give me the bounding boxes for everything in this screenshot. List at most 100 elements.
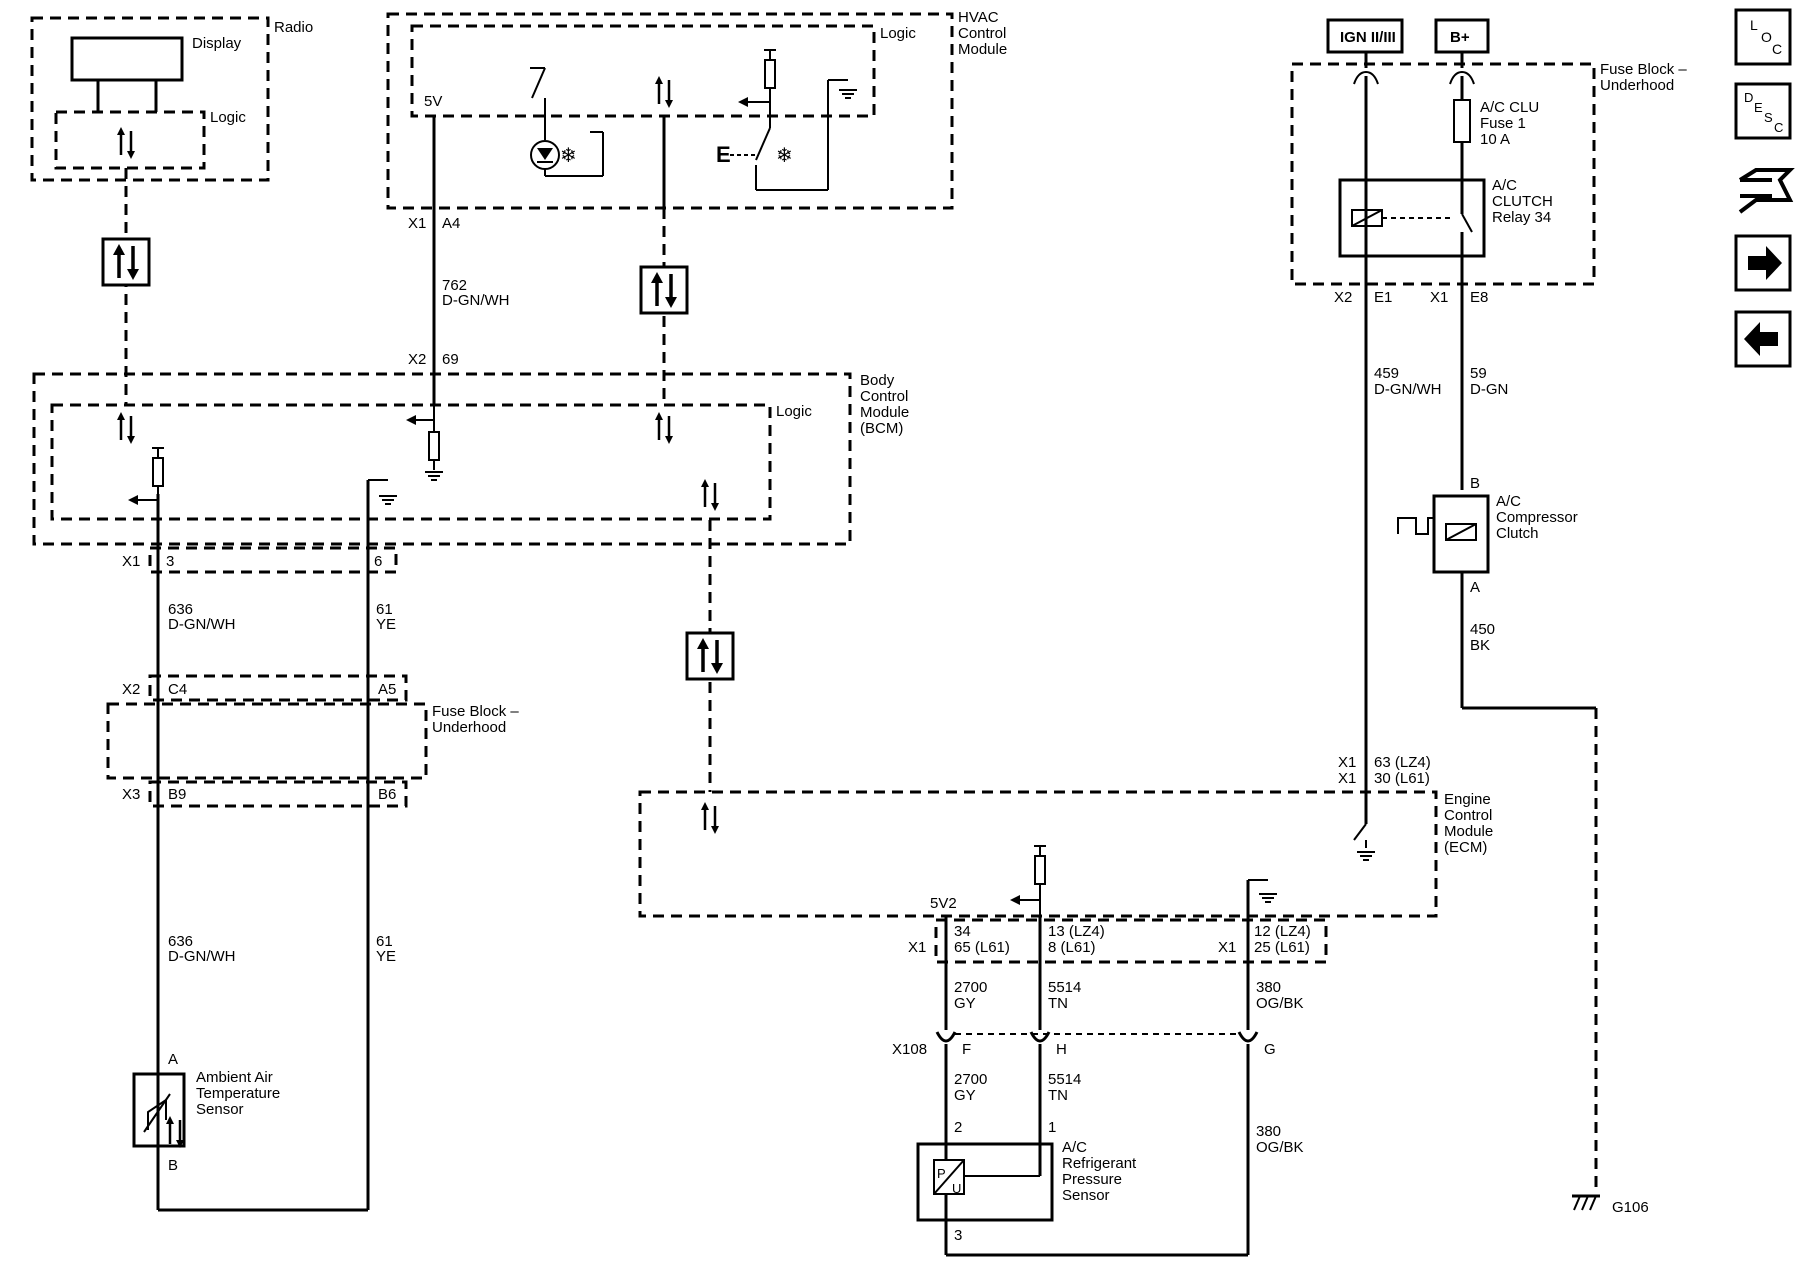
svg-text:H: H [1056,1041,1067,1058]
svg-text:X1: X1 [908,939,926,956]
hvac-module: HVAC Control Module Logic 5V ❄ E ❄ [386,9,1007,210]
back-arrow-button[interactable] [1734,310,1792,368]
svg-text:E: E [716,142,731,167]
relay-34 [1338,178,1486,258]
svg-text:O: O [1761,29,1772,45]
svg-text:459: 459 [1374,365,1399,382]
svg-text:L: L [1750,17,1758,33]
svg-text:C: C [1774,120,1783,135]
svg-text:X1: X1 [1218,939,1236,956]
bcm-logic-label: Logic [776,403,812,420]
ground-g106: G106 [1572,1194,1649,1216]
ac-compressor-clutch: B A A/C Compressor Clutch [1397,475,1578,596]
svg-text:X1: X1 [1338,770,1356,787]
svg-text:A5: A5 [378,681,396,698]
svg-text:B: B [168,1157,178,1174]
svg-text:30 (L61): 30 (L61) [1374,770,1430,787]
svg-text:❄: ❄ [776,145,793,167]
svg-text:X1: X1 [408,215,426,232]
forward-arrow-button[interactable] [1734,234,1792,292]
svg-text:E1: E1 [1374,289,1392,306]
connector-tool-icon[interactable] [1738,168,1795,214]
svg-text:Pressure: Pressure [1062,1171,1122,1188]
radio-display-label: Display [192,35,242,52]
svg-text:Underhood: Underhood [1600,77,1674,94]
ecm-module: Engine Control Module (ECM) 5V2 [638,790,1493,918]
svg-text:Module: Module [860,404,909,421]
svg-text:3: 3 [954,1227,962,1244]
svg-text:Module: Module [958,41,1007,58]
svg-text:X3: X3 [122,786,140,803]
svg-text:HVAC: HVAC [958,9,999,26]
svg-text:Control: Control [860,388,908,405]
svg-text:D-GN/WH: D-GN/WH [442,292,510,309]
svg-text:A/C CLU: A/C CLU [1480,99,1539,116]
svg-text:762: 762 [442,277,467,294]
svg-text:8 (L61): 8 (L61) [1048,939,1096,956]
svg-text:Compressor: Compressor [1496,509,1578,526]
svg-text:D-GN/WH: D-GN/WH [1374,381,1442,398]
svg-text:12 (LZ4): 12 (LZ4) [1254,923,1311,940]
fuse-block-underhood-top: Fuse Block – Underhood A/C CLU Fuse 1 10… [1290,52,1687,286]
svg-text:D: D [1744,90,1753,105]
svg-text:Temperature: Temperature [196,1085,280,1102]
svg-text:65 (L61): 65 (L61) [954,939,1010,956]
svg-text:34: 34 [954,923,971,940]
svg-text:P: P [937,1166,946,1181]
back-arrow-icon [1744,322,1778,356]
svg-text:B6: B6 [378,786,396,803]
svg-text:B9: B9 [168,786,186,803]
svg-text:380: 380 [1256,1123,1281,1140]
svg-text:63 (LZ4): 63 (LZ4) [1374,754,1431,771]
svg-text:YE: YE [376,616,396,633]
svg-text:X1: X1 [122,553,140,570]
svg-text:Body: Body [860,372,895,389]
svg-text:5514: 5514 [1048,979,1081,996]
svg-text:636: 636 [168,601,193,618]
svg-text:(ECM): (ECM) [1444,839,1487,856]
bcm-x1-connector [148,546,398,574]
svg-text:A/C: A/C [1492,177,1517,194]
snowflake-icon: ❄ [560,145,577,167]
svg-text:X2: X2 [408,351,426,368]
ambient-air-temperature-sensor: A B Ambient Air Temperature Sensor [132,1051,280,1174]
svg-text:CLUTCH: CLUTCH [1492,193,1553,210]
svg-text:Underhood: Underhood [432,719,506,736]
svg-text:TN: TN [1048,995,1068,1012]
desc-button[interactable]: D E S C [1734,82,1792,140]
svg-text:E8: E8 [1470,289,1488,306]
hvac-logic-label: Logic [880,25,916,42]
svg-text:X108: X108 [892,1041,927,1058]
loc-button[interactable]: L O C [1734,8,1792,66]
svg-text:380: 380 [1256,979,1281,996]
svg-text:Sensor: Sensor [196,1101,244,1118]
svg-text:E: E [1754,100,1763,115]
svg-text:59: 59 [1470,365,1487,382]
batt-label: B+ [1450,29,1470,46]
serial-data-icon [101,237,151,287]
svg-text:X1: X1 [1430,289,1448,306]
svg-text:A/C: A/C [1062,1139,1087,1156]
x108-inline-connector: X108 F H G [892,1030,1276,1058]
svg-text:D-GN: D-GN [1470,381,1508,398]
svg-text:Control: Control [958,25,1006,42]
svg-text:C4: C4 [168,681,187,698]
svg-text:Engine: Engine [1444,791,1491,808]
bcm-module: Body Control Module (BCM) Logic [32,372,909,546]
svg-text:A: A [168,1051,178,1068]
forward-arrow-icon [1748,246,1782,280]
power-labels: IGN II/III B+ [1326,18,1490,54]
fuse-block-underhood-left: X2 C4 A5 X3 B9 B6 Fuse Block – Underhood [106,674,519,808]
ign-label: IGN II/III [1340,29,1396,46]
svg-text:G: G [1264,1041,1276,1058]
svg-text:10 A: 10 A [1480,131,1510,148]
svg-text:450: 450 [1470,621,1495,638]
svg-text:1: 1 [1048,1119,1056,1136]
svg-text:2700: 2700 [954,979,987,996]
svg-text:Fuse 1: Fuse 1 [1480,115,1526,132]
svg-text:A: A [1470,579,1480,596]
fuse-icon [1453,99,1471,143]
svg-text:13 (LZ4): 13 (LZ4) [1048,923,1105,940]
bcm-pin-6: 6 [374,553,382,570]
